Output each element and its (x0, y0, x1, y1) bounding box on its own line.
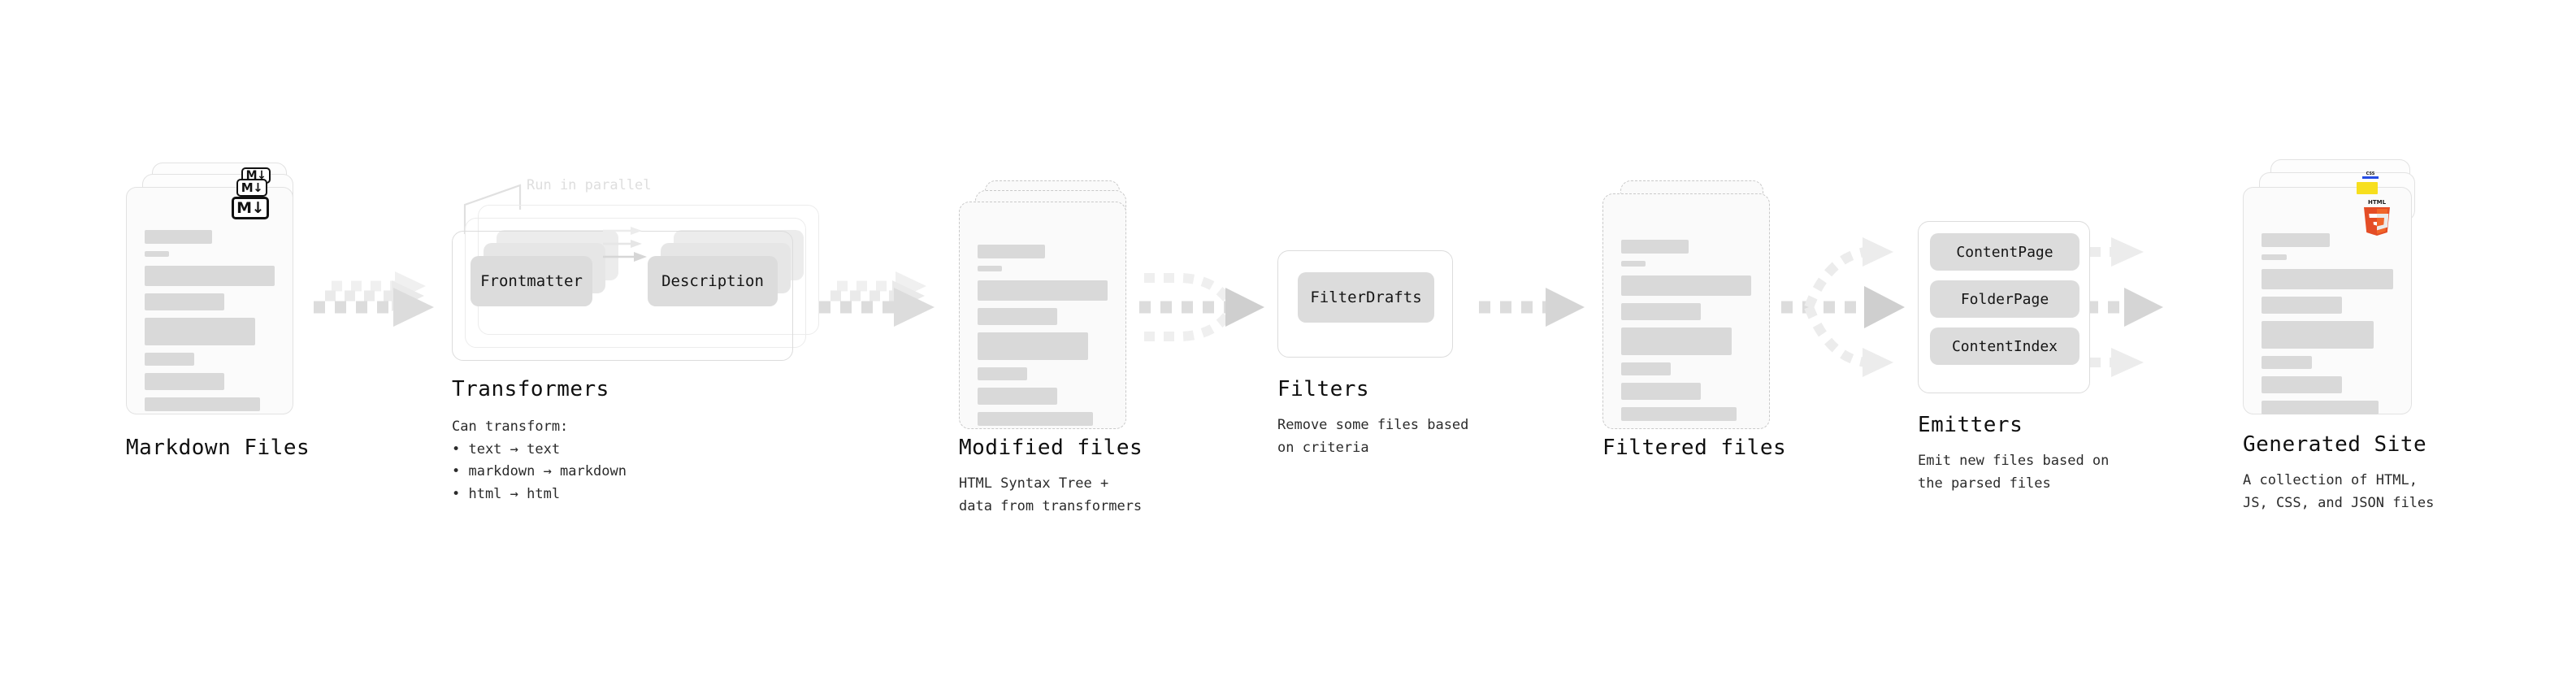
connector-transformers-to-modified (819, 271, 935, 327)
stage-desc-emitters: Emit new files based on the parsed files (1918, 453, 2110, 492)
parallel-annotation: Run in parallel (527, 177, 652, 193)
content-bar (1621, 303, 1701, 320)
connector-filtered-to-emitters (1781, 237, 1905, 377)
content-bar (2262, 356, 2312, 369)
emitters-card: ContentPage FolderPage ContentIndex (1918, 221, 2105, 393)
content-bar (1621, 240, 1689, 254)
markdown-icon: M↓ (232, 197, 269, 219)
svg-text:CSS: CSS (2366, 171, 2375, 176)
stage-transformers: Run in parallel x x x x Frontmatter Desc… (452, 177, 834, 505)
content-bar (145, 353, 194, 366)
transformer-chip-frontmatter[interactable]: Frontmatter (471, 256, 592, 306)
content-bar (145, 318, 255, 345)
filtered-doc-front (1602, 193, 1770, 429)
content-bar (145, 293, 224, 310)
content-bar (2262, 269, 2393, 289)
content-bar (1621, 383, 1701, 400)
content-bar (978, 245, 1046, 258)
stage-title-markdown-files: Markdown Files (126, 436, 310, 460)
stage-title-filters: Filters (1277, 377, 1370, 401)
stage-filtered-files: Filtered files (1602, 180, 1789, 460)
transformer-chip-description[interactable]: Description (648, 256, 778, 306)
stage-markdown-files: M↓ M↓ M↓ Markdown Files (126, 163, 313, 460)
stage-title-generated-site: Generated Site (2243, 432, 2427, 457)
html5-icon: HTML (2359, 197, 2395, 237)
markdown-icon-back-1: M↓ (236, 179, 267, 197)
filtered-doc-content (1603, 194, 1769, 428)
svg-text:HTML: HTML (2368, 199, 2387, 206)
stage-desc-filters: Remove some files based on criteria (1277, 417, 1469, 456)
content-bar (978, 388, 1057, 405)
filtered-doc-stack (1602, 180, 1789, 429)
content-bar (1621, 261, 1646, 267)
content-bar (145, 397, 261, 411)
transformers-card-stack: x x x x Frontmatter Description (452, 180, 834, 361)
content-bar (1621, 327, 1732, 355)
modified-doc-front (959, 202, 1126, 429)
stage-modified-files: Modified files HTML Syntax Tree + data f… (959, 180, 1146, 518)
emitter-chip-folderpage[interactable]: FolderPage (1930, 280, 2079, 318)
content-bar (978, 266, 1003, 271)
content-bar (1621, 362, 1671, 375)
content-bar (978, 308, 1057, 325)
markdown-doc-front (126, 187, 293, 414)
content-bar (1621, 407, 1737, 421)
content-bar (978, 367, 1027, 380)
markdown-doc-stack: M↓ M↓ M↓ (126, 163, 313, 414)
markdown-doc-content (127, 188, 293, 414)
transformer-internal-arrows (603, 227, 647, 262)
content-bar (2262, 254, 2287, 260)
filter-chip-filterdrafts[interactable]: FilterDrafts (1298, 272, 1434, 323)
content-bar (2262, 233, 2331, 247)
content-bar (2262, 321, 2374, 349)
filters-card: FilterDrafts (1277, 250, 1456, 358)
stage-title-emitters: Emitters (1918, 413, 2023, 437)
stage-title-transformers: Transformers (452, 377, 609, 401)
content-bar (145, 251, 170, 257)
content-bar (2262, 401, 2379, 414)
site-doc-content (2244, 188, 2411, 414)
emitters-box: ContentPage FolderPage ContentIndex (1918, 221, 2090, 393)
stage-title-filtered-files: Filtered files (1602, 436, 1787, 460)
stage-title-modified-files: Modified files (959, 436, 1143, 460)
stage-desc-transformers: Can transform: • text → text • markdown … (452, 419, 627, 502)
stage-filters: FilterDrafts Filters Remove some files b… (1277, 250, 1468, 459)
content-bar (978, 412, 1094, 426)
modified-doc-stack (959, 180, 1146, 429)
content-bar (978, 280, 1108, 301)
content-bar (145, 230, 213, 244)
content-bar (2262, 376, 2342, 393)
stage-generated-site: CSS HTML Generated Site A collection of … (2243, 159, 2446, 514)
connector-modified-to-filters (1139, 273, 1264, 341)
connector-md-to-transformers (314, 271, 434, 327)
connector-filters-to-filtered (1479, 288, 1585, 327)
emitter-chip-contentindex[interactable]: ContentIndex (1930, 327, 2079, 365)
transformer-card-front: Frontmatter Description (452, 231, 793, 361)
stage-desc-modified-files: HTML Syntax Tree + data from transformer… (959, 475, 1143, 514)
content-bar (145, 373, 224, 390)
js-icon (2357, 182, 2378, 194)
css-icon: CSS (2361, 167, 2379, 179)
site-doc-stack: CSS HTML (2243, 159, 2446, 419)
content-bar (145, 266, 275, 286)
content-bar (978, 332, 1088, 360)
content-bar (2262, 297, 2342, 314)
modified-doc-content (960, 202, 1125, 428)
emitter-chip-contentpage[interactable]: ContentPage (1930, 233, 2079, 271)
content-bar (1621, 275, 1751, 296)
filters-box: FilterDrafts (1277, 250, 1453, 358)
stage-emitters: ContentPage FolderPage ContentIndex Emit… (1918, 221, 2109, 495)
stage-desc-generated-site: A collection of HTML, JS, CSS, and JSON … (2243, 472, 2435, 511)
